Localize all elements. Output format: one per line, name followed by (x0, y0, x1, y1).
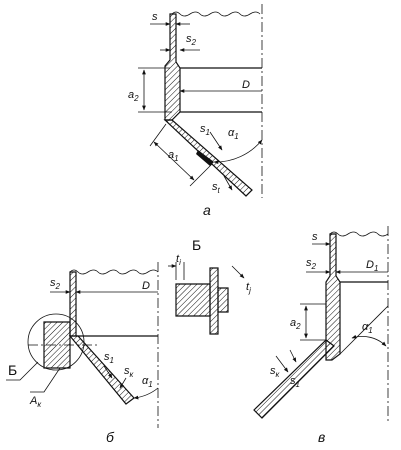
fig-v-label-s: s (312, 231, 318, 243)
figure-v: s s2 D1 a2 α1 sк s1 в (253, 226, 389, 445)
fig-b-label-Ak: Aк (29, 395, 42, 409)
fig-a-ext-a1-2 (189, 163, 213, 187)
fig-a-label-s2: s2 (186, 33, 197, 47)
detail-b-ring (175, 283, 211, 317)
fig-v-break-line (329, 231, 389, 237)
fig-a-dim-a1 (153, 141, 195, 181)
fig-b-angle-alpha1 (133, 387, 159, 400)
caption-v: в (318, 429, 325, 445)
fig-a-label-a1: a1 (168, 149, 179, 163)
fig-a-ext-a1-1 (149, 123, 167, 147)
fig-a-dim-st (223, 175, 233, 191)
fig-b-label-D: D (142, 280, 150, 292)
fig-b-leader-Ak (30, 367, 61, 393)
fig-v-label-s1: s1 (290, 375, 300, 389)
fig-a-label-s1: s1 (200, 123, 210, 137)
fig-a-label-D: D (242, 79, 250, 91)
caption-b: б (106, 429, 115, 445)
fig-v-label-s2: s2 (306, 257, 317, 271)
fig-v-diagonal (339, 305, 389, 355)
fig-v-label-alpha1: α1 (362, 321, 373, 335)
fig-a-label-s: s (152, 11, 158, 23)
fig-a-weld (196, 150, 214, 166)
fig-v-dim-s1 (289, 349, 297, 363)
detail-b-label-ti: ti (176, 253, 181, 267)
fig-b-dim-sk (119, 377, 127, 389)
fig-b-break-line (69, 269, 159, 275)
fig-b-label-sk: sк (124, 365, 135, 379)
fig-b-dim-s1 (103, 365, 113, 379)
fig-a-dim-s1 (209, 131, 223, 151)
figure-b: D s2 Б Aк s1 sк α1 б (6, 262, 159, 445)
detail-b-plate (209, 267, 219, 335)
fig-b-label-s2: s2 (50, 277, 61, 291)
fig-b-detail-circle (27, 313, 85, 371)
fig-v-label-a2: a2 (290, 317, 301, 331)
fig-a-label-alpha1: α1 (228, 127, 239, 141)
fig-a-label-a2: a2 (128, 89, 139, 103)
fig-v-angle-alpha1 (351, 334, 387, 347)
fig-a-angle-alpha1 (213, 139, 263, 165)
fig-v-label-sk: sк (270, 365, 281, 379)
fig-v-dim-sk (275, 355, 289, 373)
fig-b-shell-wall (69, 271, 77, 337)
fig-b-label-s1: s1 (104, 351, 114, 365)
fig-b-leader-B (6, 361, 39, 381)
fig-a-label-st: st (212, 181, 221, 195)
fig-b-label-alpha1: α1 (142, 375, 153, 389)
fig-b-label-B: Б (8, 362, 17, 378)
fig-a-break-line (171, 11, 261, 17)
detail-b-dim-tj (231, 265, 245, 279)
fig-v-label-D1: D1 (366, 259, 378, 273)
fig-a-shell-wall (164, 13, 181, 121)
detail-b-wall (217, 287, 229, 313)
fig-b-ring (43, 321, 71, 369)
detail-b: Б ti tj (168, 237, 251, 335)
figure-a: D a2 s s2 a1 s1 α1 st а (128, 4, 263, 218)
detail-b-title: Б (192, 237, 201, 253)
fig-v-cone-wall (253, 339, 335, 419)
caption-a: а (203, 202, 211, 218)
fig-v-shell-wall (325, 233, 341, 361)
detail-b-label-tj: tj (246, 281, 251, 295)
